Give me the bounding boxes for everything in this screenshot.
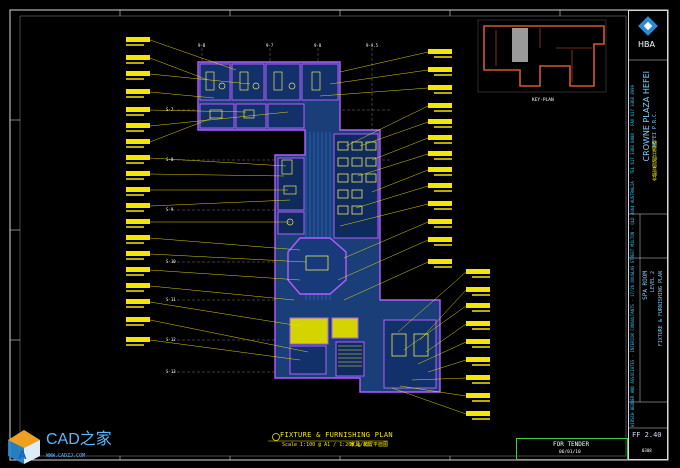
- key-plan-highlight: [512, 28, 528, 62]
- drawing-title-cn: 家具/装置平面图: [350, 442, 389, 448]
- relaxation-lounge: [333, 133, 379, 239]
- floor-plan: [197, 61, 441, 393]
- watermark-brand: CAD之家: [46, 431, 112, 448]
- key-plan-label: KEY-PLAN: [532, 98, 554, 103]
- grid-label: 9-7: [266, 43, 274, 48]
- stair-lines: [338, 345, 362, 367]
- stair-core: [335, 341, 365, 377]
- border-ticks: [10, 10, 561, 460]
- grid-label: 9-8: [314, 43, 322, 48]
- grid-label: S-8: [166, 157, 174, 162]
- fixture-tags-left: [126, 37, 309, 361]
- fixture-tags-right: [319, 49, 490, 420]
- grid-label: S-10: [166, 259, 176, 264]
- couple-bed-b: [413, 333, 429, 357]
- grid-label: S-11: [166, 297, 176, 302]
- wet-area-yellow-a: [289, 317, 329, 345]
- grid-label: 9-B: [198, 43, 206, 48]
- couple-suite: [383, 319, 437, 389]
- svg-text:A: A: [18, 448, 27, 462]
- sheet-description: FIXTURE & FURNISHING PLAN: [658, 271, 664, 347]
- cadzj-logo-icon: A: [8, 430, 40, 464]
- title-block: HBA HIRSCH BEDNER AND ASSOCIATES · INTER…: [628, 10, 668, 460]
- tender-stamp: FOR TENDER 06/01/10: [516, 438, 628, 460]
- key-plan-building: [483, 25, 605, 87]
- watermark-url: WWW.CADZJ.COM: [46, 453, 86, 459]
- firm-address-strip: HIRSCH BEDNER AND ASSOCIATES · INTERIOR …: [630, 85, 635, 427]
- tender-date: 06/01/10: [559, 450, 581, 455]
- manicure-room: [277, 211, 305, 235]
- lounge-chairs: [337, 141, 377, 215]
- grid-label: S-12: [166, 337, 176, 342]
- grid-label: 9-9.5: [366, 43, 379, 48]
- shower-room: [289, 345, 327, 375]
- title-marker: [272, 433, 280, 441]
- drawing-scale-note: Scale 1:100 @ A1 / 1:200 @ A3: [282, 442, 370, 448]
- octagonal-treatment-room: [287, 237, 347, 295]
- project-name-cn: 合肥皇冠假日酒店: [652, 141, 658, 181]
- grid-label: S-7: [166, 107, 174, 112]
- wet-area-yellow-b: [331, 317, 359, 339]
- sheet-border: [9, 9, 669, 461]
- firm-name: HBA: [638, 40, 655, 49]
- furniture-symbols: [205, 71, 321, 226]
- grid-label: S-13: [166, 369, 176, 374]
- drawing-number: FF 2.40: [632, 431, 662, 439]
- key-plan: [477, 19, 607, 93]
- octagon-bed: [305, 255, 329, 271]
- sheet-code: 0308: [642, 448, 652, 453]
- tender-label: FOR TENDER: [553, 441, 590, 448]
- sheet-room: SPA ROOM: [642, 271, 649, 300]
- sheet-inner-border: [19, 15, 627, 457]
- couple-bed-a: [391, 333, 407, 357]
- floor-fill: [197, 61, 441, 393]
- grid-label: S-9: [166, 207, 174, 212]
- sheet-level: LEVEL 2: [650, 271, 656, 293]
- drawing-title: FIXTURE & FURNISHING PLAN: [280, 431, 393, 439]
- project-name: CROWNE PLAZA HEFEI: [642, 71, 651, 162]
- title-block-lines: [628, 59, 668, 429]
- cadzj-watermark: A CAD之家 WWW.CADZJ.COM: [0, 424, 160, 468]
